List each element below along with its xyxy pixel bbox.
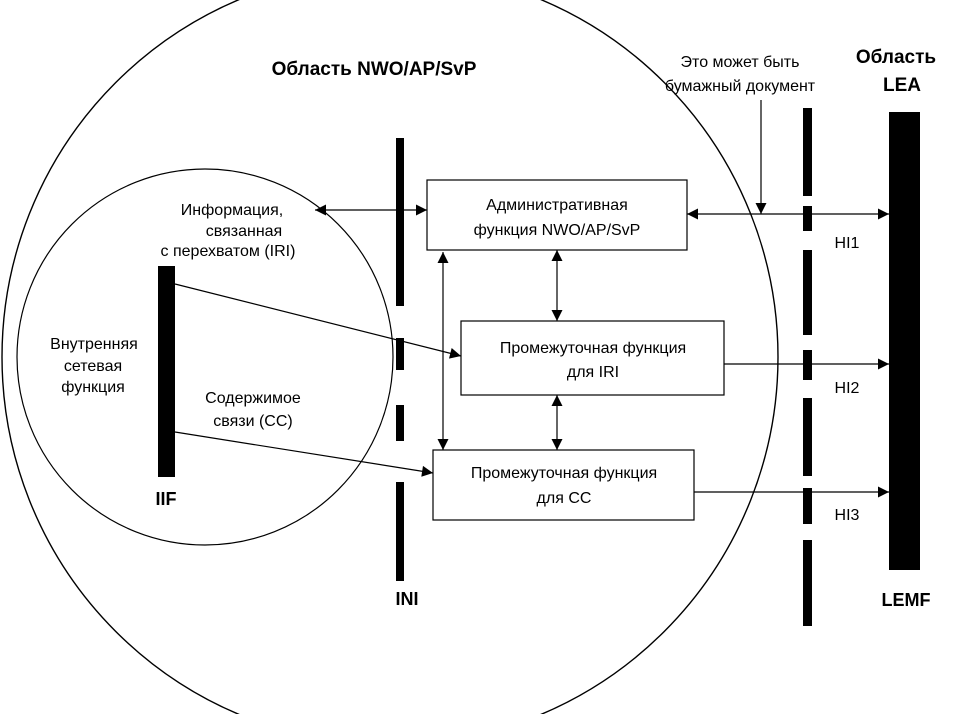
cc-label-line1: Содержимое xyxy=(205,390,301,407)
hi2-label: HI2 xyxy=(835,380,860,397)
domain-title: Область NWO/AP/SvP xyxy=(272,59,477,80)
cc-box-line1: Промежуточная функция xyxy=(471,465,657,482)
inf-label-line1: Внутренняя xyxy=(50,336,138,353)
cc-mediation-box xyxy=(432,449,695,521)
iif-bar xyxy=(158,266,175,477)
hi3-label: HI3 xyxy=(835,507,860,524)
cc-label-line2: связи (CC) xyxy=(213,413,292,430)
nwo-domain-circle xyxy=(1,0,779,714)
iif-to-iri-box-arrow xyxy=(174,283,462,359)
ini-label: INI xyxy=(395,589,418,609)
iri-label-line2: связанная xyxy=(206,223,282,240)
iri-box-line2: для IRI xyxy=(567,364,619,381)
admin-box-line2: функция NWO/AP/SvP xyxy=(474,222,641,239)
inf-label-line2: сетевая xyxy=(64,358,122,375)
iif-circle xyxy=(16,168,394,546)
iri-label-line1: Информация, xyxy=(181,202,283,219)
paper-note-line2: бумажный документ xyxy=(665,78,816,95)
lea-title-line2: LEA xyxy=(883,75,921,96)
iri-box-line1: Промежуточная функция xyxy=(500,340,686,357)
hi1-label: HI1 xyxy=(835,235,860,252)
iri-label-line3: с перехватом (IRI) xyxy=(161,243,296,260)
cc-box-line2: для CC xyxy=(537,490,592,507)
lemf-label: LEMF xyxy=(882,590,931,610)
inf-label-line3: функция xyxy=(61,379,125,396)
admin-box-line1: Административная xyxy=(486,197,628,214)
ini-interface-line xyxy=(396,138,404,581)
lemf-bar xyxy=(889,112,920,570)
lea-title-line1: Область xyxy=(856,47,936,68)
iri-mediation-box xyxy=(460,320,725,396)
hi-interface-line xyxy=(803,108,812,626)
paper-note-line1: Это может быть xyxy=(681,54,800,71)
iif-to-cc-box-arrow xyxy=(174,431,434,477)
admin-function-box xyxy=(426,179,688,251)
iif-label: IIF xyxy=(156,489,177,509)
